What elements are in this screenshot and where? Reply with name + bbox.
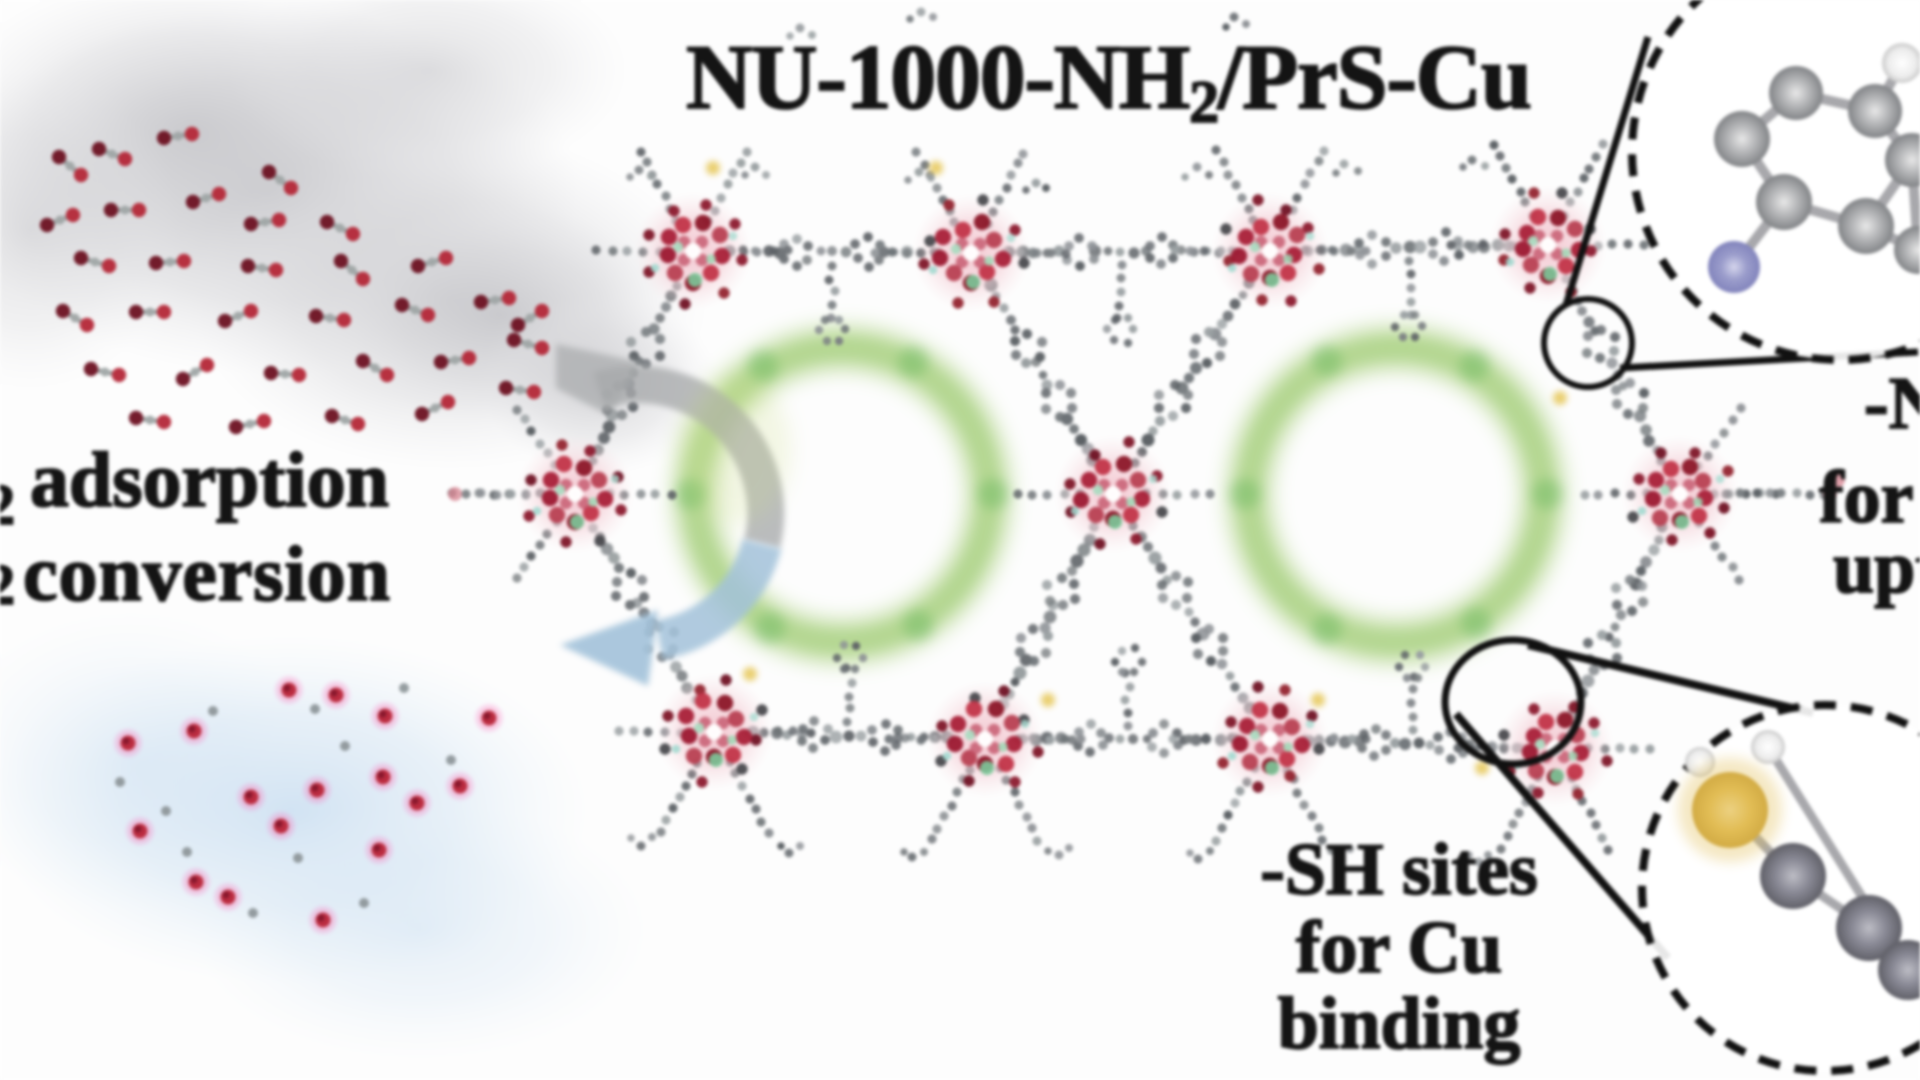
svg-text:for Cu: for Cu <box>1296 907 1502 989</box>
svg-text:binding: binding <box>1278 983 1521 1065</box>
svg-text:-SH sites: -SH sites <box>1260 829 1538 911</box>
svg-text:conversion: conversion <box>23 530 390 617</box>
svg-text:adsorption: adsorption <box>30 436 389 523</box>
svg-text:NU-1000-NH2/PrS-Cu: NU-1000-NH2/PrS-Cu <box>686 26 1532 135</box>
svg-text:uptake: uptake <box>1833 527 1920 609</box>
svg-text:for CO2: for CO2 <box>1819 457 1920 545</box>
svg-text:2: 2 <box>0 552 15 617</box>
svg-text:2: 2 <box>0 472 15 537</box>
svg-text:-NH2 sites: -NH2 sites <box>1864 363 1920 451</box>
